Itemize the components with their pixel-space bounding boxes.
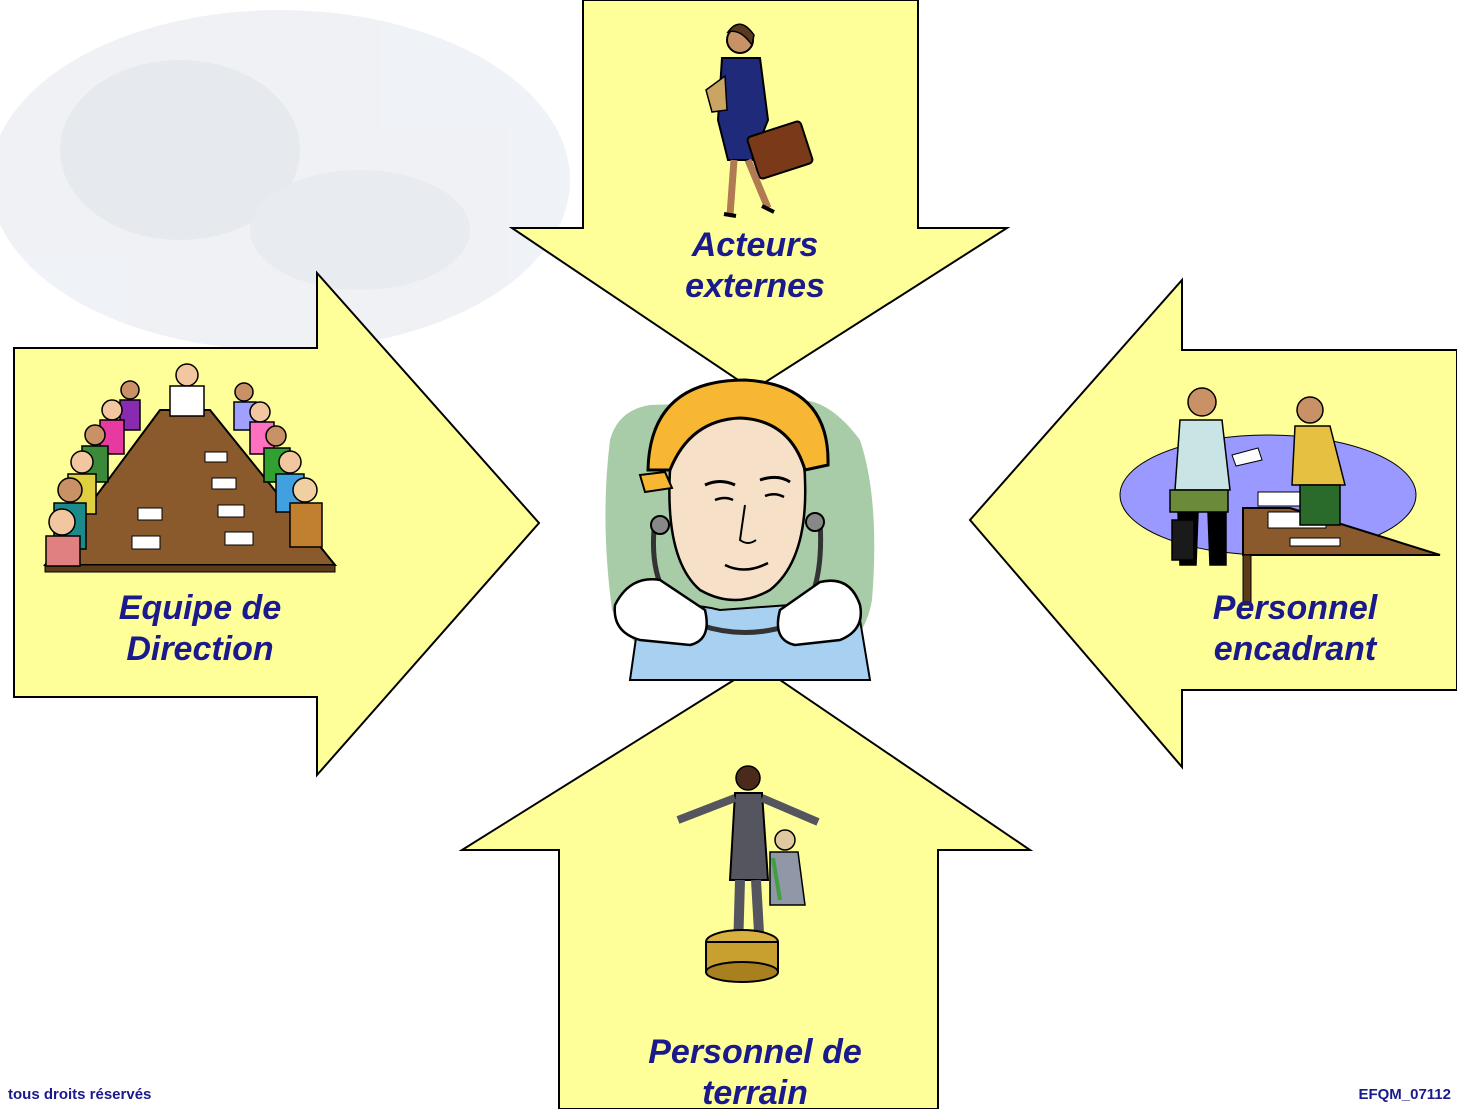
meeting-table-icon <box>43 363 338 573</box>
arrow-label-personnel-encadrant: Personnel encadrant <box>1160 588 1430 671</box>
arrow-label-line: encadrant <box>1213 630 1377 669</box>
background-globe <box>0 10 570 350</box>
footer-copyright: tous droits réservés <box>8 1086 152 1103</box>
arrow-label-line: Personnel <box>1212 589 1378 627</box>
arrow-label-equipe-de-direction: Equipe de Direction <box>60 588 340 671</box>
footer-document-code: EFQM_07112 <box>1358 1086 1451 1103</box>
arrow-label-line: Personnel de <box>648 1033 862 1071</box>
arrow-label-personnel-de-terrain: Personnel de terrain <box>590 1032 920 1115</box>
arrow-label-line: Acteurs <box>691 226 819 264</box>
arrow-bottom <box>458 663 1034 1109</box>
arrow-label-line: externes <box>685 267 825 306</box>
businesswoman-icon <box>705 23 814 218</box>
arrow-label-line: Equipe de <box>118 589 282 627</box>
arrow-label-line: terrain <box>702 1074 808 1113</box>
worker-with-hardhat-icon <box>605 378 875 681</box>
arrow-label-acteurs-externes: Acteurs externes <box>640 225 870 308</box>
arrow-label-line: Direction <box>126 630 274 669</box>
office-exchange-icon <box>1119 387 1441 606</box>
man-on-pedestal-icon <box>676 765 820 983</box>
